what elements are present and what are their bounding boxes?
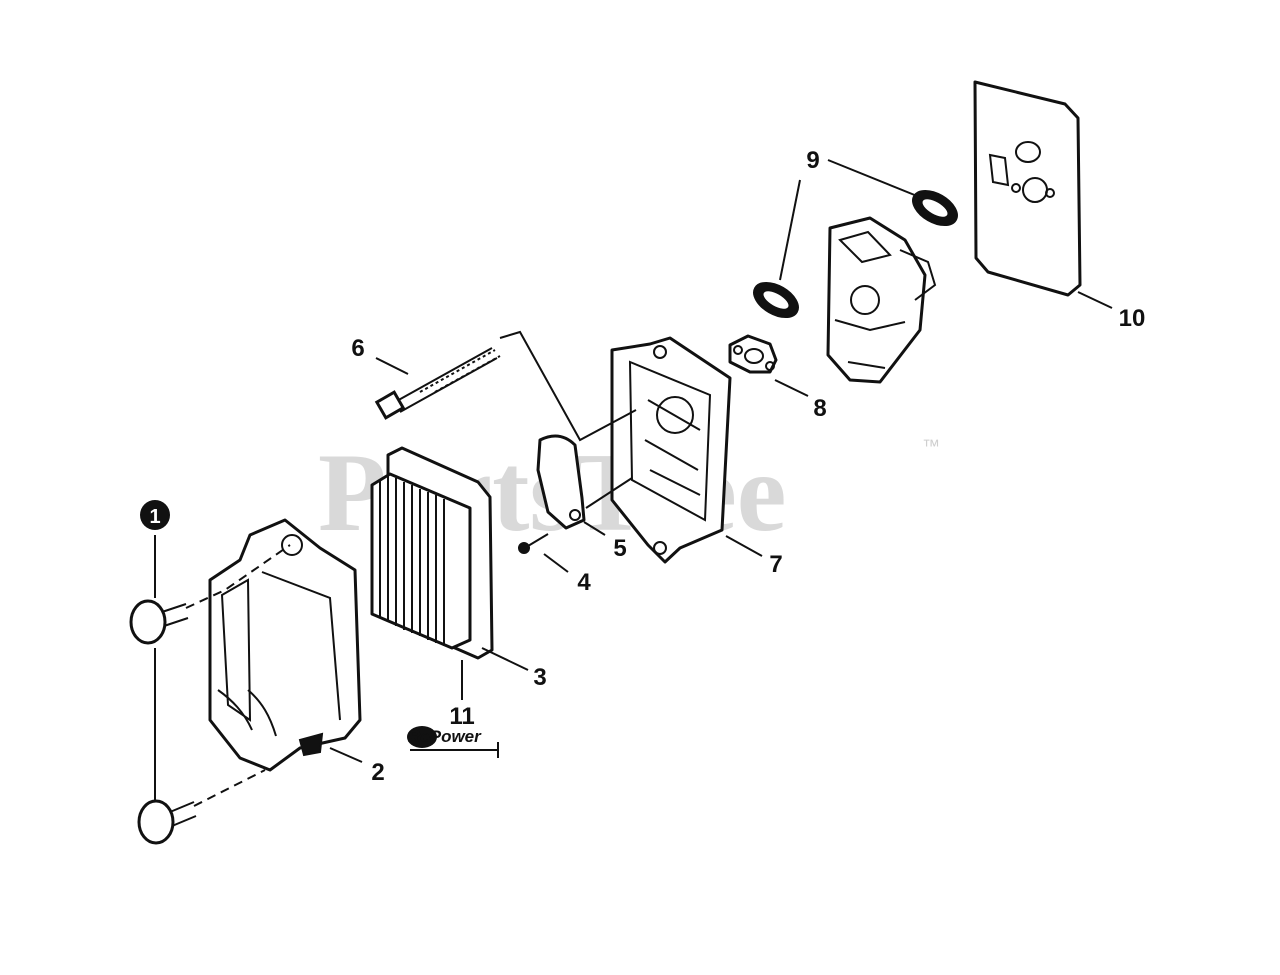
part-9-seal-lower[interactable] [748,276,804,324]
callout-6: 6 [351,335,364,362]
knob-screw-lower[interactable] [137,799,197,845]
part-7-filter-base[interactable] [610,336,732,564]
part-5-breather[interactable] [536,434,586,530]
callout-4: 4 [577,569,591,596]
repower-badge: RePower [407,726,499,758]
repower-text: RePower [408,727,482,746]
part-10-gasket-plate[interactable] [973,80,1082,297]
callout-1-badge [140,500,170,530]
callout-9: 9 [806,147,819,174]
callout-2: 2 [371,759,384,786]
callout-8: 8 [813,395,826,422]
callout-10: 10 [1119,305,1146,332]
callout-11: 11 [449,703,474,730]
callout-1: 1 [149,506,160,528]
part-8-gasket[interactable] [728,334,778,374]
part-6-bolt[interactable] [374,347,501,420]
callout-3: 3 [533,664,546,691]
part-9-seal-upper[interactable] [907,184,963,232]
repower-icon [407,726,437,748]
part-4-screw[interactable] [518,533,549,554]
callout-5: 5 [613,535,626,562]
part-2-filter-cover[interactable] [208,518,362,772]
part-11-filter-element[interactable] [370,472,472,650]
carburetor[interactable] [826,216,937,384]
watermark-trademark: ™ [922,436,940,456]
knob-screw-upper[interactable] [129,599,189,645]
leader-lines [154,159,1113,807]
callouts: 1 2 3 4 5 6 7 8 9 10 11 [140,147,1145,786]
callout-7: 7 [769,551,782,578]
